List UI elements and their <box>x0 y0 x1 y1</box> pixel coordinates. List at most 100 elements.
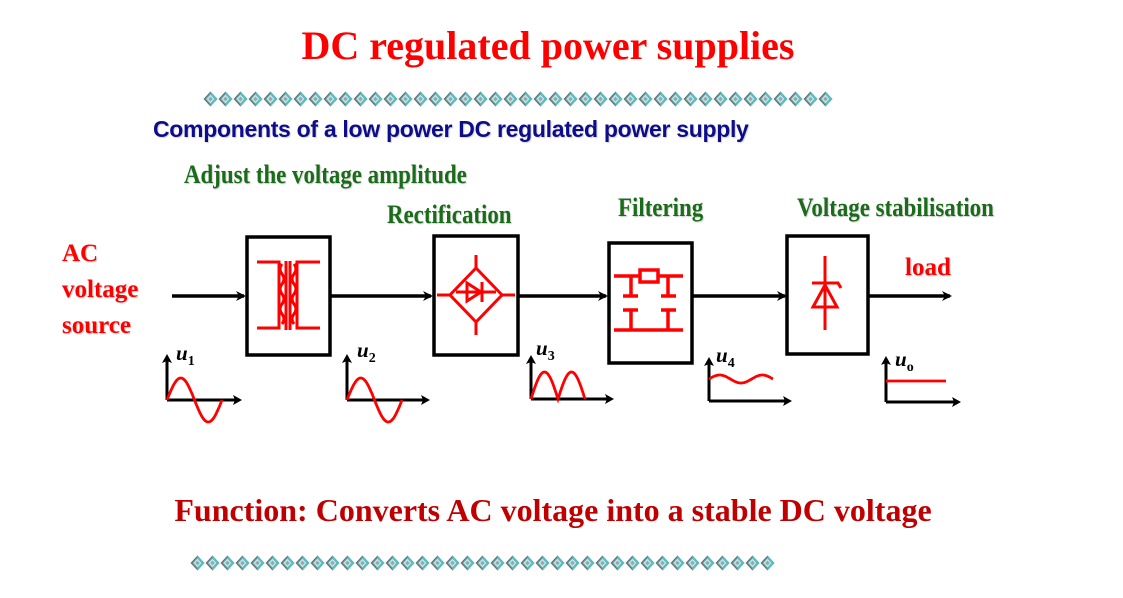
diamond-ornament <box>458 91 473 107</box>
diamond-ornament <box>368 91 383 107</box>
y-axis-arrow <box>881 356 891 365</box>
diamond-ornament <box>608 91 623 107</box>
y-axis-arrow <box>704 357 714 366</box>
regulator-block <box>785 234 870 356</box>
diamond-ornament <box>310 555 325 571</box>
waveform-label-u3: u3 <box>536 338 555 367</box>
diamond-ornament <box>640 555 655 571</box>
diamond-ornament <box>430 555 445 571</box>
diamond-ornament <box>520 555 535 571</box>
source-label-line-3: source <box>62 312 131 339</box>
source-label-line-1: AC <box>62 240 99 267</box>
diamond-ornament <box>655 555 670 571</box>
x-axis-arrow <box>952 397 961 407</box>
diamond-ornament <box>700 555 715 571</box>
stage-label-voltage-stabilisation: Voltage stabilisation <box>797 193 994 222</box>
diamond-ornament <box>428 91 443 107</box>
diamond-ornament <box>415 555 430 571</box>
diamond-ornament <box>278 91 293 107</box>
x-axis-arrow <box>233 395 242 405</box>
diamond-ornament <box>670 555 685 571</box>
waveform-label-u1: u1 <box>176 343 195 372</box>
diamond-ornament <box>638 91 653 107</box>
diamond-ornament <box>773 91 788 107</box>
x-axis-arrow <box>605 394 614 404</box>
transformer-icon <box>257 260 320 330</box>
diamond-ornament <box>505 555 520 571</box>
waveform-curve-rippled-dc <box>708 373 774 385</box>
diamond-ornament <box>595 555 610 571</box>
diamond-ornament <box>685 555 700 571</box>
waveform-plot-u1 <box>162 354 242 424</box>
ac-voltage-source-label: AC voltage source <box>62 236 138 344</box>
diamond-ornament <box>325 555 340 571</box>
diamond-ornament <box>220 555 235 571</box>
diamond-ornament <box>803 91 818 107</box>
diamond-ornament <box>625 555 640 571</box>
diamond-ornament <box>818 91 833 107</box>
diamond-ornament <box>460 555 475 571</box>
diamond-ornament <box>280 555 295 571</box>
filter-block <box>607 241 694 365</box>
diamond-ornament <box>653 91 668 107</box>
bridge-rectifier-icon <box>437 255 515 335</box>
diamond-ornament <box>473 91 488 107</box>
function-statement: Function: Converts AC voltage into a sta… <box>174 492 932 528</box>
diamond-ornament <box>758 91 773 107</box>
diamond-ornament <box>340 555 355 571</box>
diamond-ornament <box>338 91 353 107</box>
capacitor-filter-icon <box>614 268 683 332</box>
diamond-ornament <box>355 555 370 571</box>
waveform-plot-uo <box>881 356 961 407</box>
waveform-plot-u3 <box>526 355 614 404</box>
diamond-ornament <box>323 91 338 107</box>
waveform-plot-u2 <box>342 354 430 424</box>
diamond-ornament <box>563 91 578 107</box>
diamond-ornament <box>235 555 250 571</box>
diamond-ornament <box>668 91 683 107</box>
load-label: load <box>905 254 951 281</box>
diamond-ornament <box>295 555 310 571</box>
diamond-ornament <box>580 555 595 571</box>
diamond-ornament <box>698 91 713 107</box>
diamond-ornament <box>548 91 563 107</box>
diamond-ornament <box>308 91 323 107</box>
diamond-ornament <box>730 555 745 571</box>
diamond-ornament <box>623 91 638 107</box>
y-axis-arrow <box>342 354 352 363</box>
waveform-var: u <box>357 338 369 362</box>
waveform-var: u <box>895 347 907 371</box>
waveform-sub: 1 <box>187 354 195 369</box>
waveform-plots <box>162 354 961 424</box>
diamond-ornament <box>610 555 625 571</box>
diamond-ornament <box>578 91 593 107</box>
waveform-label-u4: u4 <box>716 345 735 374</box>
diamond-ornament <box>445 555 460 571</box>
diamond-ornament <box>353 91 368 107</box>
waveform-sub: 4 <box>727 356 735 371</box>
waveform-plot-u4 <box>704 357 792 406</box>
page-title: DC regulated power supplies <box>301 23 795 68</box>
source-label-line-2: voltage <box>62 276 139 303</box>
waveform-var: u <box>536 336 548 360</box>
diamond-ornament <box>190 555 205 571</box>
y-axis-arrow <box>526 355 536 364</box>
waveform-sub: o <box>906 360 914 375</box>
stage-label-filtering: Filtering <box>618 193 704 222</box>
x-axis-arrow <box>783 396 792 406</box>
diamond-ornament <box>443 91 458 107</box>
waveform-curve-full-wave-rectified <box>529 370 587 404</box>
top-diamond-divider <box>203 91 833 107</box>
diamond-ornament <box>715 555 730 571</box>
diamond-ornament <box>293 91 308 107</box>
diamond-ornament <box>683 91 698 107</box>
diamond-ornament <box>713 91 728 107</box>
bottom-diamond-divider <box>190 555 775 571</box>
diamond-ornament <box>518 91 533 107</box>
diamond-ornament <box>203 91 218 107</box>
diamond-ornament <box>265 555 280 571</box>
diamond-ornament <box>760 555 775 571</box>
diamond-ornament <box>593 91 608 107</box>
diamond-ornament <box>205 555 220 571</box>
